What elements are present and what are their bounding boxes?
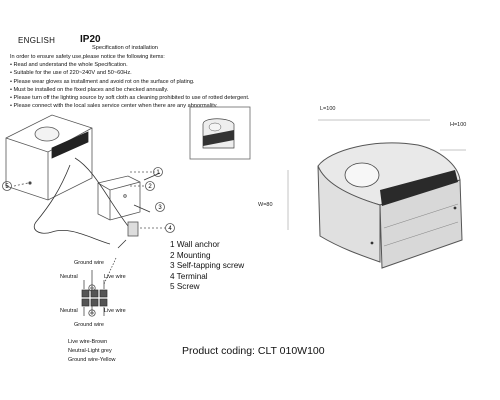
callout-2: 2 [148,184,152,190]
callout-4: 4 [168,226,172,232]
wire-color-legend: Live wire-Brown Neutral-Light grey Groun… [68,338,116,365]
product-drawing [287,119,466,269]
part-item: 1 Wall anchor [170,240,220,249]
callout-5: 5 [5,184,9,190]
wiring-diagram [81,257,117,317]
instruction-line: • Read and understand the whole Specific… [10,62,128,69]
legend-line: Live wire-Brown [68,339,108,345]
live-wire-top-label: Live wire [104,274,126,280]
dimension-height: H=100 [450,122,467,128]
instruction-line: • Please turn off the lighting source by… [10,95,250,102]
part-item: 2 Mounting [170,250,211,260]
exploded-lamp-drawing [2,114,175,249]
language-label: ENGLISH [18,36,56,45]
instruction-line: • Must be installed on the fixed places … [10,86,169,93]
neutral-bottom-label: Neutral [60,308,78,314]
ip-rating: IP20 [80,34,101,45]
legend-line: Neutral-Light grey [68,348,112,354]
ground-wire-top-label: Ground wire [74,260,104,266]
dimension-width: W=80 [258,202,273,208]
spec-title: Specification of installation [92,45,158,51]
callout-1: 1 [156,170,160,176]
product-coding: Product coding: CLT 010W100 [182,345,325,357]
dimension-length: L=100 [320,106,336,112]
legend-line: Ground wire-Yellow [68,357,116,363]
parts-list: 1 Wall anchor 2 Mounting 3 Self-tapping … [170,240,244,293]
ground-wire-bottom-label: Ground wire [74,322,104,328]
product-thumbnail [189,106,251,160]
instruction-line: • Please connect with the local sales se… [10,103,218,110]
part-item: 5 Screw [170,282,200,291]
neutral-top-label: Neutral [60,274,78,280]
instruction-line: • Please wear gloves as installment and … [10,78,195,85]
live-wire-bottom-label: Live wire [104,308,126,314]
instruction-list: In order to ensure safety use,please not… [10,53,310,110]
part-item: 4 Terminal [170,271,208,281]
callout-3: 3 [158,205,162,211]
instruction-line: • Suitable for the use of 220~240V and 5… [10,70,132,77]
part-item: 3 Self-tapping screw [170,261,245,270]
instruction-line: In order to ensure safety use,please not… [10,54,165,60]
